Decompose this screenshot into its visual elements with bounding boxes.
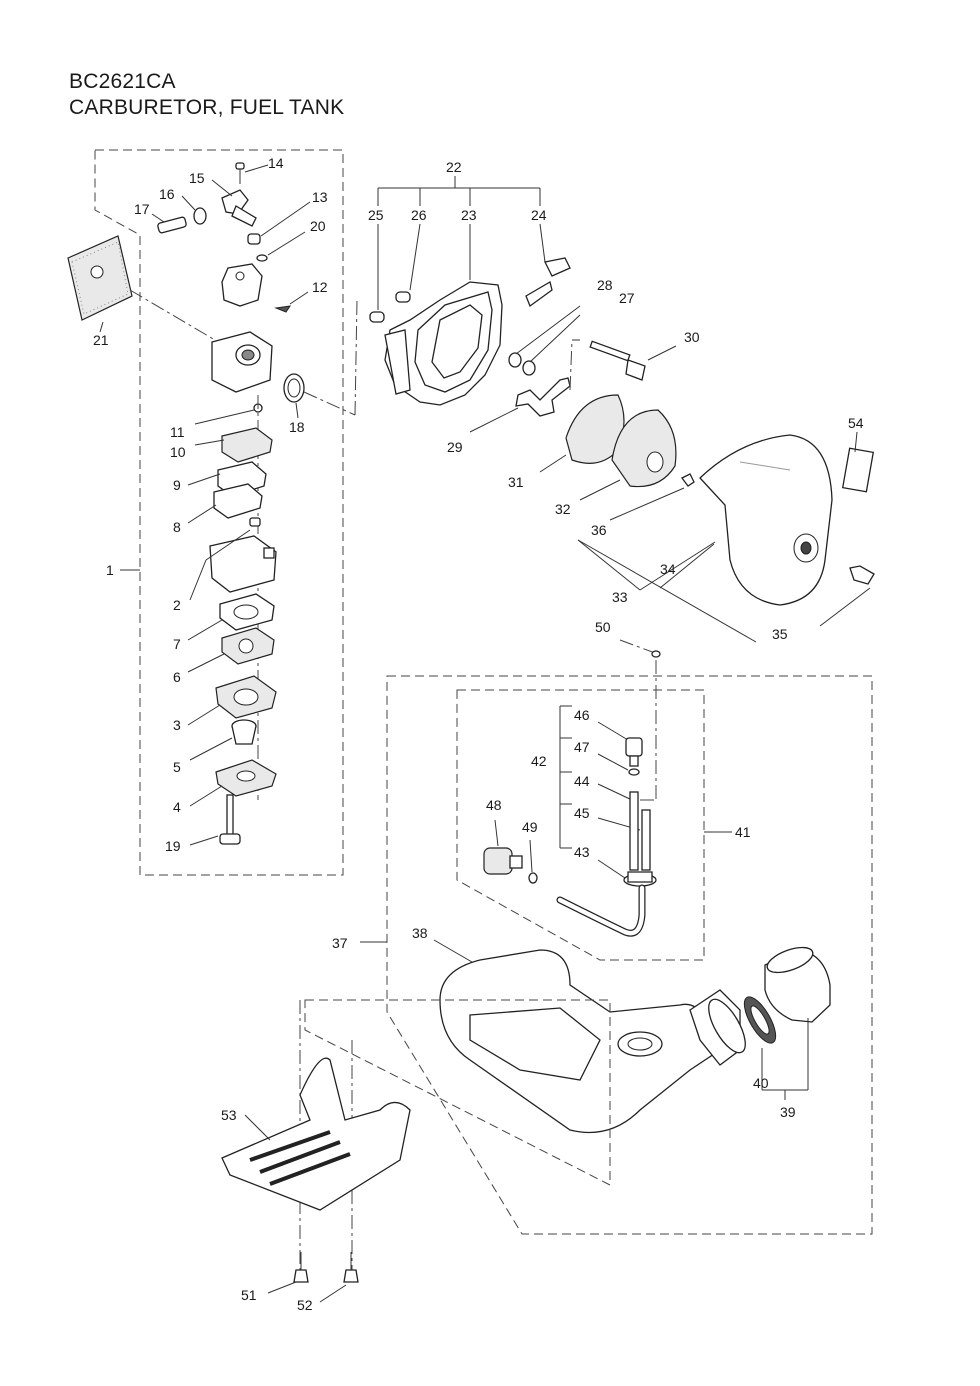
label-12: 12: [312, 279, 328, 295]
label-4: 4: [173, 799, 181, 815]
label-20: 20: [310, 218, 326, 234]
label-29: 29: [447, 439, 463, 455]
label-44: 44: [574, 773, 590, 789]
air-filter-element: [67, 235, 216, 341]
label-10: 10: [170, 444, 186, 460]
label-28: 28: [597, 277, 613, 293]
section-title: CARBURETOR, FUEL TANK: [69, 96, 345, 119]
label-38: 38: [412, 925, 428, 941]
label-47: 47: [574, 739, 590, 755]
label-34: 34: [660, 561, 676, 577]
label-31: 31: [508, 474, 524, 490]
label-33: 33: [612, 589, 628, 605]
part-number-labels: 1 2 3 4 5 6 7 8 9 10 11 12 13 14 15 16 1…: [93, 155, 864, 1313]
model-number: BC2621CA: [69, 70, 176, 93]
carburetor-body: [194, 263, 358, 425]
label-48: 48: [486, 797, 502, 813]
label-43: 43: [574, 844, 590, 860]
carburetor-stack: [187, 395, 277, 846]
label-49: 49: [522, 819, 538, 835]
label-54: 54: [848, 415, 864, 431]
label-32: 32: [555, 501, 571, 517]
label-19: 19: [165, 838, 181, 854]
label-30: 30: [684, 329, 700, 345]
label-46: 46: [574, 707, 590, 723]
air-cleaner-case: [369, 176, 695, 521]
label-24: 24: [531, 207, 547, 223]
label-40: 40: [753, 1075, 769, 1091]
label-5: 5: [173, 759, 181, 775]
label-51: 51: [241, 1287, 257, 1303]
label-42: 42: [531, 753, 547, 769]
label-25: 25: [368, 207, 384, 223]
label-13: 13: [312, 189, 328, 205]
label-22: 22: [446, 159, 462, 175]
label-11: 11: [170, 424, 185, 440]
throttle-parts: [151, 162, 311, 262]
label-37: 37: [332, 935, 348, 951]
label-23: 23: [461, 207, 477, 223]
label-15: 15: [189, 170, 205, 186]
label-50: 50: [595, 619, 611, 635]
label-6: 6: [173, 669, 181, 685]
label-18: 18: [289, 419, 305, 435]
label-39: 39: [780, 1104, 796, 1120]
label-3: 3: [173, 717, 181, 733]
label-8: 8: [173, 519, 181, 535]
label-9: 9: [173, 477, 181, 493]
label-53: 53: [221, 1107, 237, 1123]
carburetor-group-frame: [94, 149, 344, 876]
air-cleaner-cover: [577, 431, 875, 643]
label-17: 17: [134, 201, 150, 217]
label-52: 52: [297, 1297, 313, 1313]
label-27: 27: [619, 290, 635, 306]
label-45: 45: [574, 805, 590, 821]
label-1: 1: [106, 562, 114, 578]
label-35: 35: [772, 626, 788, 642]
label-16: 16: [159, 186, 175, 202]
tank-protector: [221, 999, 611, 1303]
label-36: 36: [591, 522, 607, 538]
label-41: 41: [735, 824, 751, 840]
fuel-pickup-assembly: [483, 705, 657, 937]
label-14: 14: [268, 155, 284, 171]
fuel-tank-group-frame: [360, 639, 873, 1235]
label-26: 26: [411, 207, 427, 223]
label-2: 2: [173, 597, 181, 613]
fuel-tank: [433, 939, 831, 1134]
label-21: 21: [93, 332, 109, 348]
label-7: 7: [173, 636, 181, 652]
